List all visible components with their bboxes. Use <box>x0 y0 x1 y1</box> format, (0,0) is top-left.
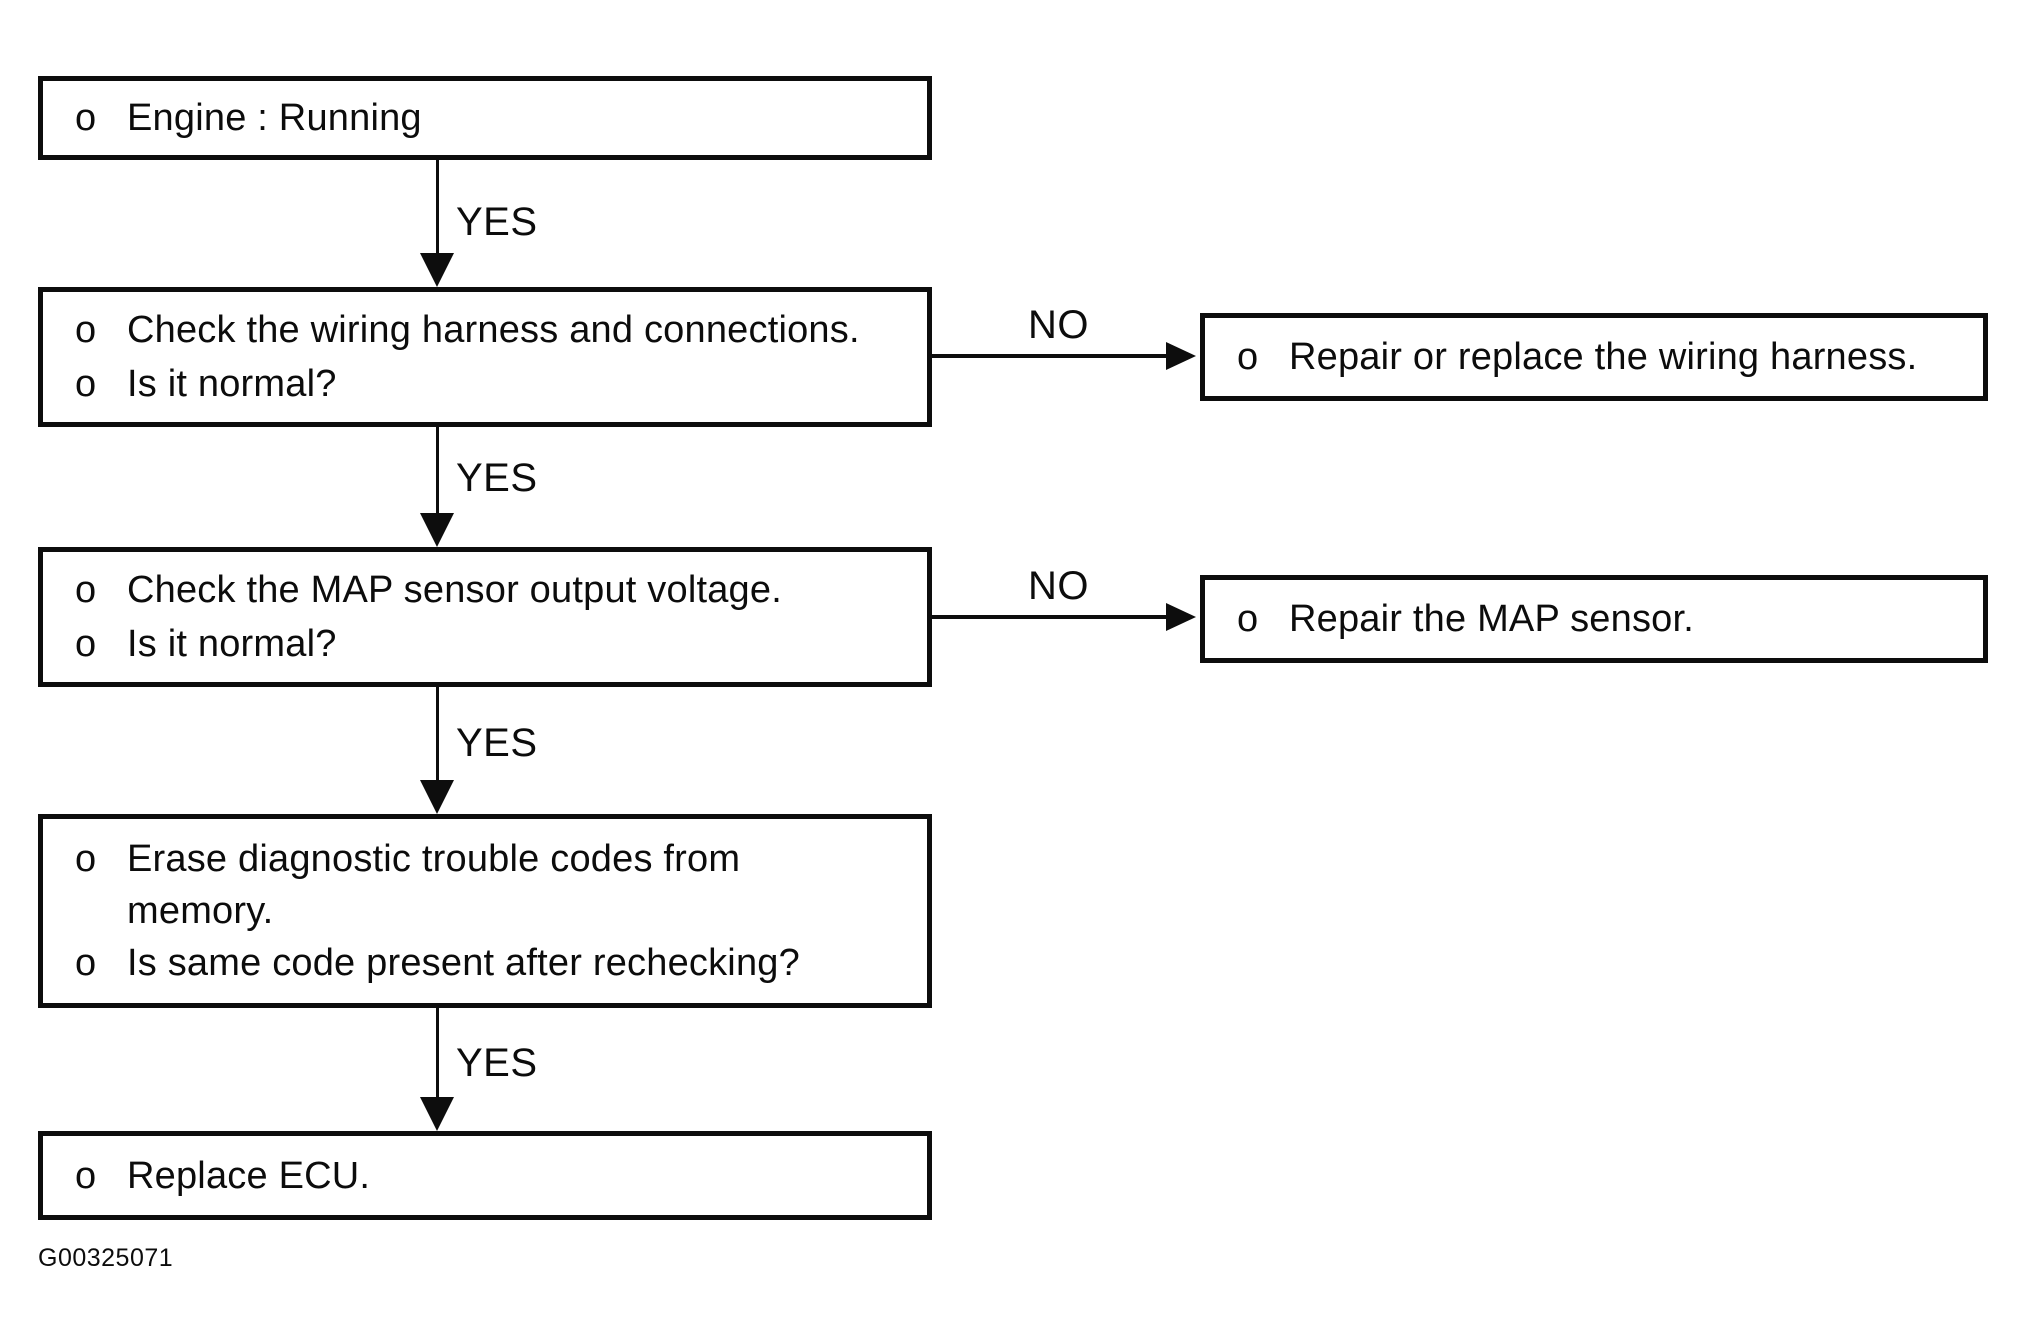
box-text: Engine : Running <box>127 97 422 139</box>
yes-label-4: YES <box>456 1041 538 1085</box>
no-label-1: NO <box>1028 303 1089 347</box>
no-arrowhead-1 <box>1166 342 1196 370</box>
yes-arrow-line-4 <box>436 1008 439 1099</box>
box-line: o Erase diagnostic trouble codes from <box>43 833 927 885</box>
yes-arrow-line-2 <box>436 427 439 515</box>
box-line: o Is same code present after rechecking? <box>43 937 927 989</box>
flow-box-engine-running: o Engine : Running <box>38 76 932 160</box>
yes-arrowhead-4 <box>420 1097 454 1131</box>
box-text: memory. <box>127 890 274 932</box>
box-text: Is same code present after rechecking? <box>127 942 800 984</box>
box-line: o Check the MAP sensor output voltage. <box>43 563 927 617</box>
box-text: Repair or replace the wiring harness. <box>1289 336 1918 378</box>
box-line: o Repair the MAP sensor. <box>1205 592 1983 646</box>
flow-box-repair-map-sensor: o Repair the MAP sensor. <box>1200 575 1988 663</box>
box-line: o Repair or replace the wiring harness. <box>1205 330 1983 384</box>
box-text: Erase diagnostic trouble codes from <box>127 838 741 880</box>
bullet-marker: o <box>75 623 97 665</box>
bullet-marker: o <box>75 309 97 351</box>
box-text: Check the MAP sensor output voltage. <box>127 569 782 611</box>
box-line: o Is it normal? <box>43 357 927 411</box>
box-text: Is it normal? <box>127 623 337 665</box>
flow-box-check-wiring: o Check the wiring harness and connectio… <box>38 287 932 427</box>
no-arrowhead-2 <box>1166 603 1196 631</box>
box-text: Replace ECU. <box>127 1154 371 1197</box>
bullet-marker: o <box>75 363 97 405</box>
bullet-marker: o <box>75 1154 97 1197</box>
box-line-continuation: memory. <box>43 885 927 937</box>
bullet-marker: o <box>1237 336 1259 378</box>
yes-arrowhead-3 <box>420 780 454 814</box>
yes-label-1: YES <box>456 200 538 244</box>
bullet-marker: o <box>75 569 97 611</box>
flow-box-erase-codes: o Erase diagnostic trouble codes from me… <box>38 814 932 1008</box>
yes-label-3: YES <box>456 721 538 765</box>
no-arrow-line-2 <box>932 615 1166 619</box>
no-arrow-line-1 <box>932 354 1166 358</box>
flow-box-repair-wiring: o Repair or replace the wiring harness. <box>1200 313 1988 401</box>
yes-label-2: YES <box>456 456 538 500</box>
bullet-marker: o <box>75 97 97 139</box>
yes-arrowhead-2 <box>420 513 454 547</box>
bullet-marker: o <box>75 838 97 880</box>
yes-arrow-line-1 <box>436 160 439 255</box>
yes-arrowhead-1 <box>420 253 454 287</box>
flow-box-check-map-sensor: o Check the MAP sensor output voltage. o… <box>38 547 932 687</box>
flow-box-replace-ecu: o Replace ECU. <box>38 1131 932 1220</box>
box-line: o Replace ECU. <box>43 1149 927 1203</box>
box-line: o Check the wiring harness and connectio… <box>43 303 927 357</box>
bullet-marker: o <box>1237 598 1259 640</box>
box-line: o Engine : Running <box>43 91 927 145</box>
box-line: o Is it normal? <box>43 617 927 671</box>
no-label-2: NO <box>1028 564 1089 608</box>
bullet-marker: o <box>75 942 97 984</box>
figure-code: G00325071 <box>38 1244 174 1272</box>
box-text: Repair the MAP sensor. <box>1289 598 1695 640</box>
yes-arrow-line-3 <box>436 687 439 782</box>
box-text: Check the wiring harness and connections… <box>127 309 860 351</box>
box-text: Is it normal? <box>127 363 337 405</box>
